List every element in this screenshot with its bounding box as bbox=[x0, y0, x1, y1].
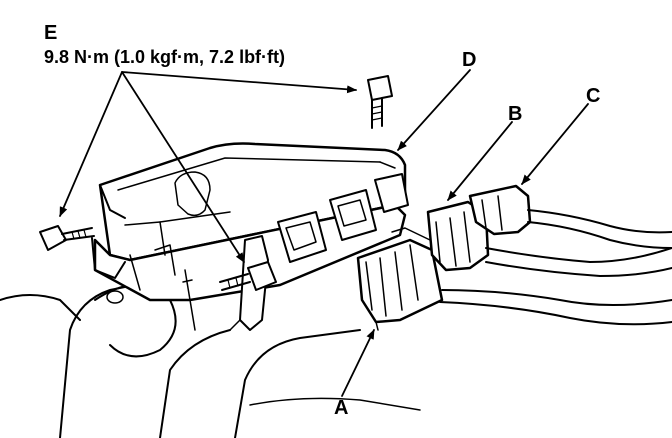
body-panel bbox=[0, 281, 421, 438]
bolt-left bbox=[39, 225, 95, 251]
torque-spec: 9.8 N·m (1.0 kgf·m, 7.2 lbf·ft) bbox=[44, 47, 285, 67]
callout-a: A bbox=[334, 397, 348, 419]
bolt-top bbox=[367, 75, 393, 129]
leader-lines bbox=[59, 69, 589, 397]
connector-c bbox=[468, 184, 532, 236]
callout-d: D bbox=[462, 49, 476, 71]
connector-a bbox=[356, 227, 444, 331]
wire-harness bbox=[439, 209, 672, 326]
callout-b: B bbox=[508, 103, 522, 125]
bolt-center bbox=[219, 261, 277, 291]
connector-b bbox=[426, 200, 490, 272]
callout-e: E bbox=[44, 22, 57, 44]
fuse-relay-box bbox=[91, 142, 409, 331]
callout-c: C bbox=[586, 85, 600, 107]
